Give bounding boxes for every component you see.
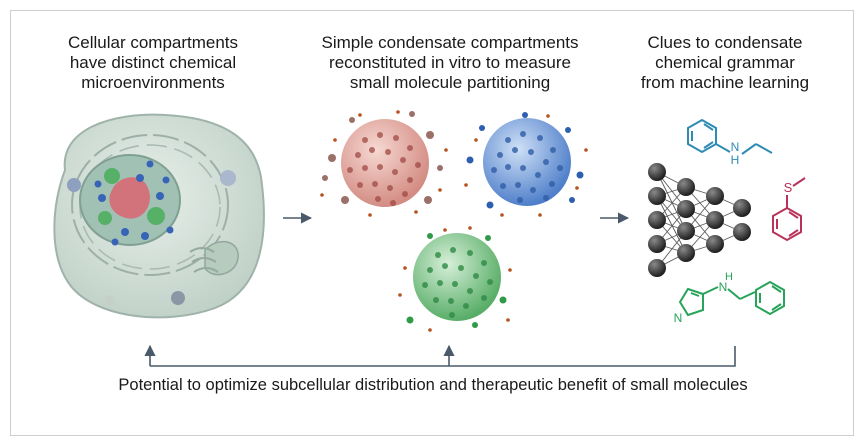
heading-machine-learning: Clues to condensate chemical grammar fro…: [640, 33, 810, 92]
vesicle: [67, 178, 81, 192]
nucleus-particles: [94, 160, 174, 246]
molecule-h-label: H: [731, 153, 740, 167]
heading-condensate-compartments: Simple condensate compartments reconstit…: [321, 33, 579, 92]
molecule-thioanisole: [772, 177, 806, 242]
condensate-red: [320, 110, 448, 217]
molecule-n-ethylaniline: [687, 118, 773, 155]
condensate-green: [398, 226, 512, 332]
golgi: [189, 247, 219, 273]
molecule-pyrrole-benzylamine: [678, 280, 785, 317]
nucleolus: [109, 177, 150, 219]
vesicle: [220, 170, 236, 186]
heading-cellular-compartments: Cellular compartments have distinct chem…: [67, 33, 239, 92]
molecule-pyrrole-n-label: N: [674, 311, 683, 325]
neural-network: [648, 163, 751, 277]
er-membrane: [71, 134, 229, 276]
mitochondrion: [204, 240, 239, 276]
cell-illustration: [53, 113, 265, 319]
molecule-sulfur-label: S: [784, 180, 793, 195]
feedback-arrows: [144, 344, 736, 367]
vesicle: [171, 291, 185, 305]
molecule-amine-h-label: H: [725, 271, 733, 283]
condensate-blue: [464, 112, 588, 217]
figure-caption: Potential to optimize subcellular distri…: [118, 376, 748, 394]
molecule-nh-label: N: [731, 140, 740, 154]
molecule-amine-n-label: N: [719, 280, 728, 294]
vesicle: [105, 295, 115, 305]
